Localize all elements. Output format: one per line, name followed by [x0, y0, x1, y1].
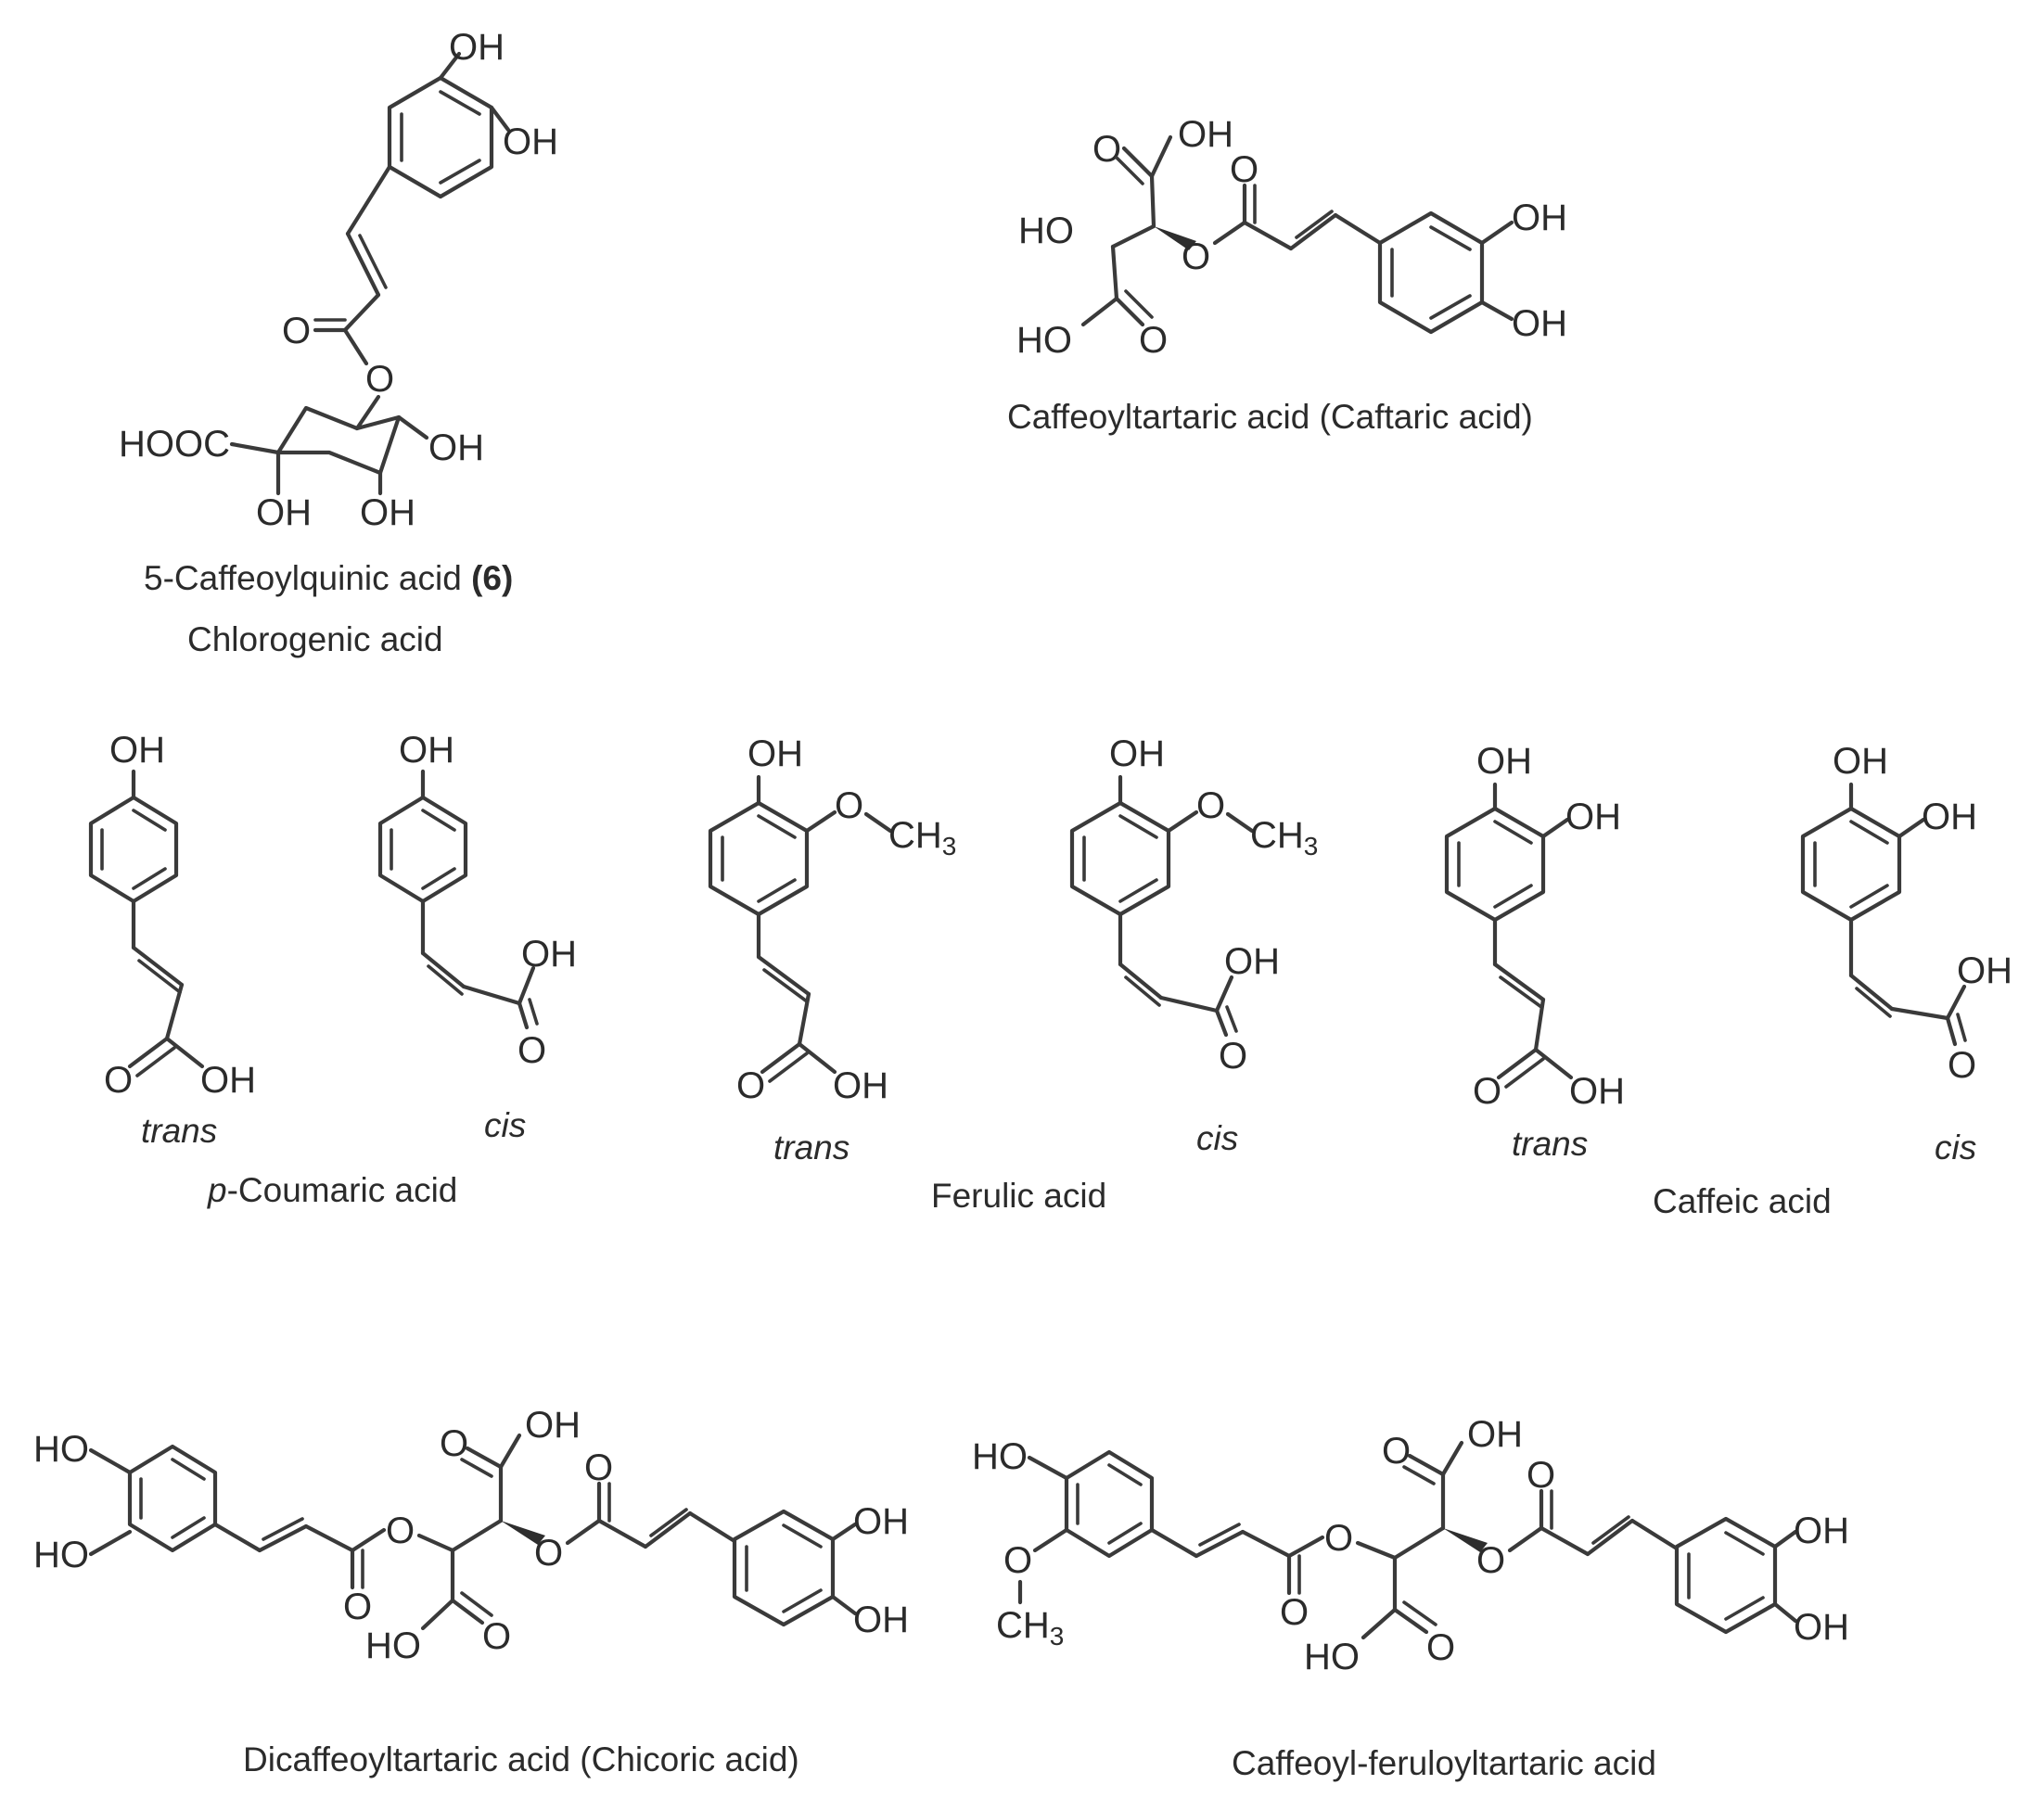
structure-chlorogenic-acid: OH OH O O HOOC OH OH OH 5-Caffeoylquinic…	[119, 27, 558, 658]
caffeic-cis-oh-top: OH	[1833, 741, 1888, 782]
caftaric-carbonyl-o-bottom: O	[1139, 320, 1168, 361]
ferulic-trans-carbonyl-o: O	[736, 1065, 765, 1106]
structure-chicoric-acid: HO HO O O O OH HO O O	[33, 1405, 909, 1778]
chlorogenic-oh-right: OH	[503, 121, 558, 162]
ferulic-cis-carbonyl-o: O	[1219, 1036, 1247, 1077]
coumaric-trans-oh: OH	[109, 730, 165, 771]
structure-caffeic-cis: OH OH OH O cis	[1800, 741, 2012, 1166]
chlorogenic-oh-quinic-right: OH	[428, 427, 484, 468]
caption-caffeoyl-feruloyltartaric: Caffeoyl-feruloyltartaric acid	[1232, 1744, 1656, 1782]
caffeic-cis-oh-right: OH	[1922, 797, 1977, 837]
cft-carbonyl-o-right: O	[1527, 1455, 1555, 1496]
chicoric-right-ring	[732, 1509, 836, 1627]
label-caffeic-trans: trans	[1512, 1125, 1588, 1163]
ferulic-cis-oh: OH	[1109, 733, 1165, 774]
chicoric-carbonyl-o-right: O	[584, 1447, 613, 1488]
chicoric-ester-o-right: O	[534, 1533, 563, 1574]
chicoric-oh-top: OH	[525, 1405, 581, 1446]
coumaric-cis-oh: OH	[399, 730, 454, 771]
ferulic-trans-acid-oh: OH	[833, 1065, 888, 1106]
caftaric-ho-bottom: HO	[1016, 320, 1072, 361]
chicoric-oh-ring-bottom: OH	[853, 1600, 909, 1640]
coumaric-cis-carbonyl-o: O	[517, 1030, 546, 1071]
ferulic-cis-acid-oh: OH	[1224, 941, 1280, 982]
label-ferulic-cis: cis	[1196, 1119, 1238, 1157]
caftaric-oh-ring-bottom: OH	[1512, 303, 1567, 344]
chlorogenic-oh-top: OH	[449, 27, 505, 68]
cft-oh-top: OH	[1467, 1414, 1523, 1455]
structure-ferulic-trans: OH O CH3 O OH trans	[708, 733, 956, 1166]
caption-chicoric: Dicaffeoyltartaric acid (Chicoric acid)	[243, 1740, 799, 1778]
caption-caffeic: Caffeic acid	[1653, 1182, 1832, 1220]
caffeic-trans-oh-top: OH	[1476, 741, 1532, 782]
chicoric-ester-o-left: O	[386, 1510, 415, 1551]
chicoric-carbonyl-o-left: O	[343, 1587, 372, 1627]
cft-right-ring	[1674, 1516, 1778, 1635]
caftaric-carbonyl-o-top: O	[1092, 129, 1121, 170]
cft-ho-top: HO	[972, 1436, 1028, 1477]
chicoric-oh-ring-top: OH	[853, 1501, 909, 1542]
caffeic-trans-carbonyl-o: O	[1473, 1071, 1501, 1112]
ferulic-trans-ch3: CH3	[888, 815, 956, 860]
caftaric-carbonyl-o-ester: O	[1230, 149, 1258, 190]
cft-methoxy-o: O	[1003, 1540, 1032, 1581]
cft-oh-ring-bottom: OH	[1794, 1607, 1849, 1648]
caption-ferulic: Ferulic acid	[931, 1177, 1106, 1215]
caffeic-cis-acid-oh: OH	[1957, 950, 2012, 991]
structure-caftaric-acid: O OH O HO HO O O OH OH Caffeoyl	[1007, 114, 1567, 436]
ferulic-cis-methoxy-o: O	[1196, 785, 1225, 826]
coumaric-trans-acid-oh: OH	[200, 1060, 256, 1101]
cft-ester-o-left: O	[1324, 1518, 1353, 1559]
caffeic-trans-acid-oh: OH	[1569, 1071, 1625, 1112]
caftaric-ho-mid: HO	[1018, 210, 1074, 251]
ferulic-trans-methoxy-o: O	[835, 785, 863, 826]
structure-p-coumaric-trans: OH O OH trans	[88, 730, 256, 1150]
chicoric-ho-bottom: HO	[33, 1535, 89, 1575]
structure-p-coumaric-cis: OH OH O cis	[377, 730, 577, 1144]
cft-oh-ring-top: OH	[1794, 1510, 1849, 1551]
cft-ester-o-right: O	[1476, 1540, 1505, 1581]
structure-ferulic-cis: OH O CH3 OH O cis	[1069, 733, 1318, 1157]
caption-caftaric: Caffeoyltartaric acid (Caftaric acid)	[1007, 398, 1533, 436]
chlorogenic-ester-o: O	[365, 359, 394, 400]
cft-carbonyl-o-bottom: O	[1426, 1627, 1455, 1668]
caption-chlorogenic-line1: 5-Caffeoylquinic acid (6)	[144, 559, 513, 597]
chlorogenic-ring	[387, 75, 494, 199]
label-caffeic-cis: cis	[1935, 1128, 1976, 1166]
caftaric-oh-ring-top: OH	[1512, 198, 1567, 238]
caption-chlorogenic-line2: Chlorogenic acid	[187, 620, 443, 658]
caption-p-coumaric: p-Coumaric acid	[207, 1171, 457, 1209]
cft-ho-acid-bottom: HO	[1304, 1637, 1360, 1677]
chicoric-ho-top: HO	[33, 1429, 89, 1470]
chicoric-left-ring	[127, 1444, 218, 1553]
structure-caffeoyl-feruloyltartaric-acid: HO O CH3 O O O OH HO O	[972, 1414, 1849, 1782]
coumaric-cis-acid-oh: OH	[521, 934, 577, 975]
ferulic-cis-ch3: CH3	[1250, 815, 1318, 860]
caftaric-ring	[1377, 210, 1485, 335]
coumaric-trans-carbonyl-o: O	[104, 1060, 133, 1101]
label-coumaric-trans: trans	[141, 1112, 217, 1150]
chlorogenic-carbonyl-o: O	[282, 311, 311, 351]
caffeic-trans-oh-right: OH	[1565, 797, 1621, 837]
chicoric-carbonyl-o-bottom: O	[482, 1616, 511, 1657]
quinic-acid-ring	[275, 394, 429, 496]
label-coumaric-cis: cis	[484, 1106, 526, 1144]
chlorogenic-oh-quinic-left: OH	[256, 492, 312, 533]
cft-carbonyl-o-top: O	[1382, 1431, 1411, 1472]
caftaric-ester-o: O	[1182, 236, 1210, 277]
chicoric-ho-acid-bottom: HO	[365, 1625, 421, 1666]
cft-ch3: CH3	[996, 1605, 1064, 1651]
caffeic-cis-carbonyl-o: O	[1948, 1045, 1976, 1086]
chlorogenic-hooc: HOOC	[119, 424, 230, 465]
ferulic-trans-oh: OH	[747, 733, 803, 774]
cft-carbonyl-o-left: O	[1280, 1592, 1309, 1633]
chicoric-carbonyl-o-top: O	[440, 1423, 468, 1464]
caftaric-oh-top: OH	[1178, 114, 1233, 155]
structure-caffeic-trans: OH OH O OH trans	[1444, 741, 1625, 1163]
label-ferulic-trans: trans	[773, 1128, 850, 1166]
chlorogenic-oh-quinic-mid: OH	[360, 492, 415, 533]
cft-left-ring	[1064, 1449, 1155, 1559]
